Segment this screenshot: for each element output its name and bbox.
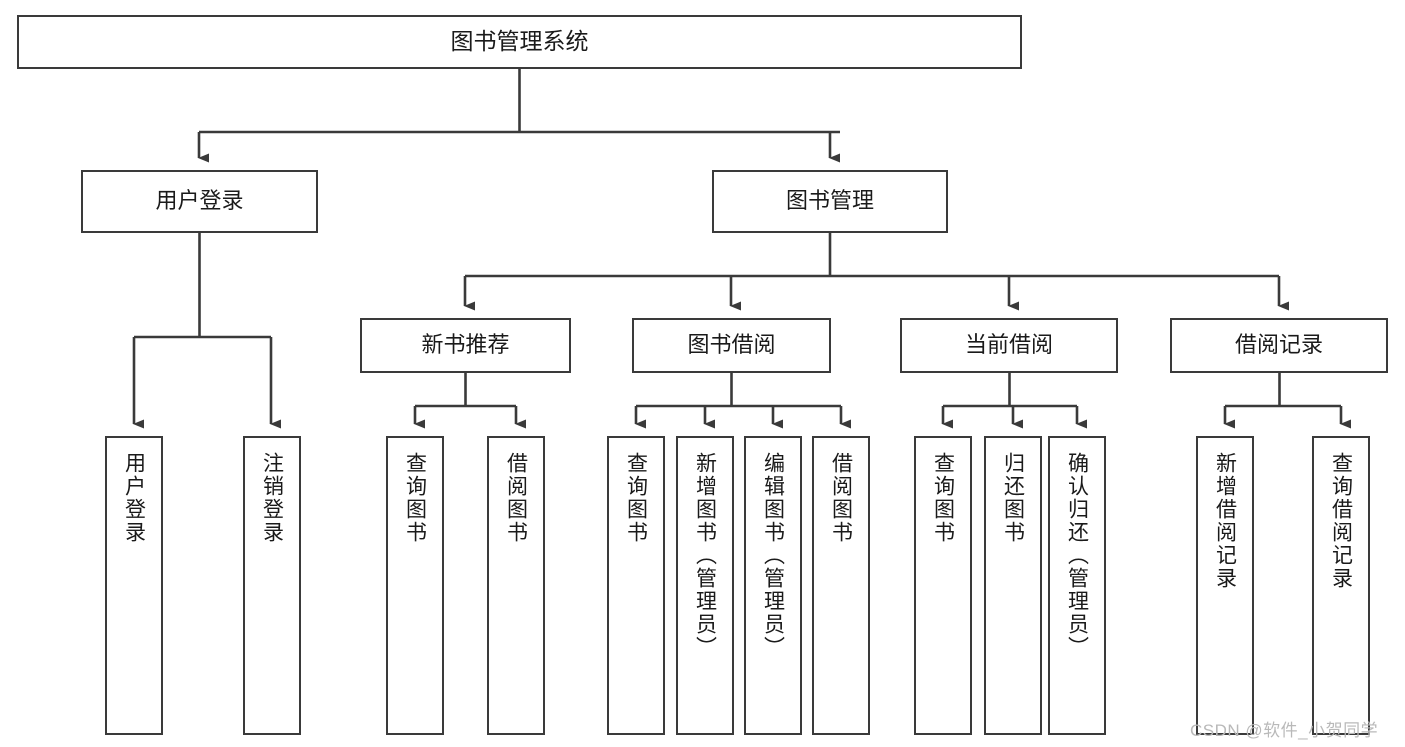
leaf-confirm-return-label: 确认归还（管理员） [1065,452,1089,659]
node-user-login[interactable]: 用户登录 [81,170,318,233]
leaf-borrow-book-brw-label: 借阅图书 [829,452,853,544]
leaf-user-login-label: 用户登录 [122,452,146,544]
node-borrow-record-label: 借阅记录 [1234,332,1323,358]
leaf-borrow-book-rec[interactable]: 借阅图书 [487,436,545,735]
leaf-edit-book-label: 编辑图书（管理员） [761,452,785,659]
leaf-add-record[interactable]: 新增借阅记录 [1196,436,1254,735]
leaf-edit-book[interactable]: 编辑图书（管理员） [744,436,802,735]
node-book-borrow-label: 图书借阅 [687,332,776,358]
node-current-borrow-label: 当前借阅 [964,332,1053,358]
leaf-user-login[interactable]: 用户登录 [105,436,163,735]
node-book-manage[interactable]: 图书管理 [712,170,948,233]
node-current-borrow[interactable]: 当前借阅 [900,318,1118,373]
leaf-query-book-brw-label: 查询图书 [624,452,648,544]
node-new-book-rec[interactable]: 新书推荐 [360,318,571,373]
node-root[interactable]: 图书管理系统 [17,15,1022,69]
leaf-logout-login-label: 注销登录 [260,452,284,544]
leaf-borrow-book-brw[interactable]: 借阅图书 [812,436,870,735]
leaf-confirm-return[interactable]: 确认归还（管理员） [1048,436,1106,735]
leaf-return-book[interactable]: 归还图书 [984,436,1042,735]
csdn-watermark: CSDN @软件_小贺同学 [1190,721,1379,740]
leaf-query-book-rec[interactable]: 查询图书 [386,436,444,735]
leaf-query-record[interactable]: 查询借阅记录 [1312,436,1370,735]
leaf-query-book-brw[interactable]: 查询图书 [607,436,665,735]
leaf-return-book-label: 归还图书 [1001,452,1025,544]
node-user-login-label: 用户登录 [155,188,244,214]
node-root-label: 图书管理系统 [450,28,589,55]
leaf-add-record-label: 新增借阅记录 [1213,452,1237,590]
node-book-borrow[interactable]: 图书借阅 [632,318,831,373]
leaf-query-book-cur-label: 查询图书 [931,452,955,544]
leaf-borrow-book-rec-label: 借阅图书 [504,452,528,544]
node-borrow-record[interactable]: 借阅记录 [1170,318,1388,373]
leaf-query-book-rec-label: 查询图书 [403,452,427,544]
leaf-add-book[interactable]: 新增图书（管理员） [676,436,734,735]
leaf-query-book-cur[interactable]: 查询图书 [914,436,972,735]
leaf-logout-login[interactable]: 注销登录 [243,436,301,735]
leaf-add-book-label: 新增图书（管理员） [693,452,717,659]
node-book-manage-label: 图书管理 [785,188,874,214]
node-new-book-rec-label: 新书推荐 [421,332,510,358]
leaf-query-record-label: 查询借阅记录 [1329,452,1353,590]
